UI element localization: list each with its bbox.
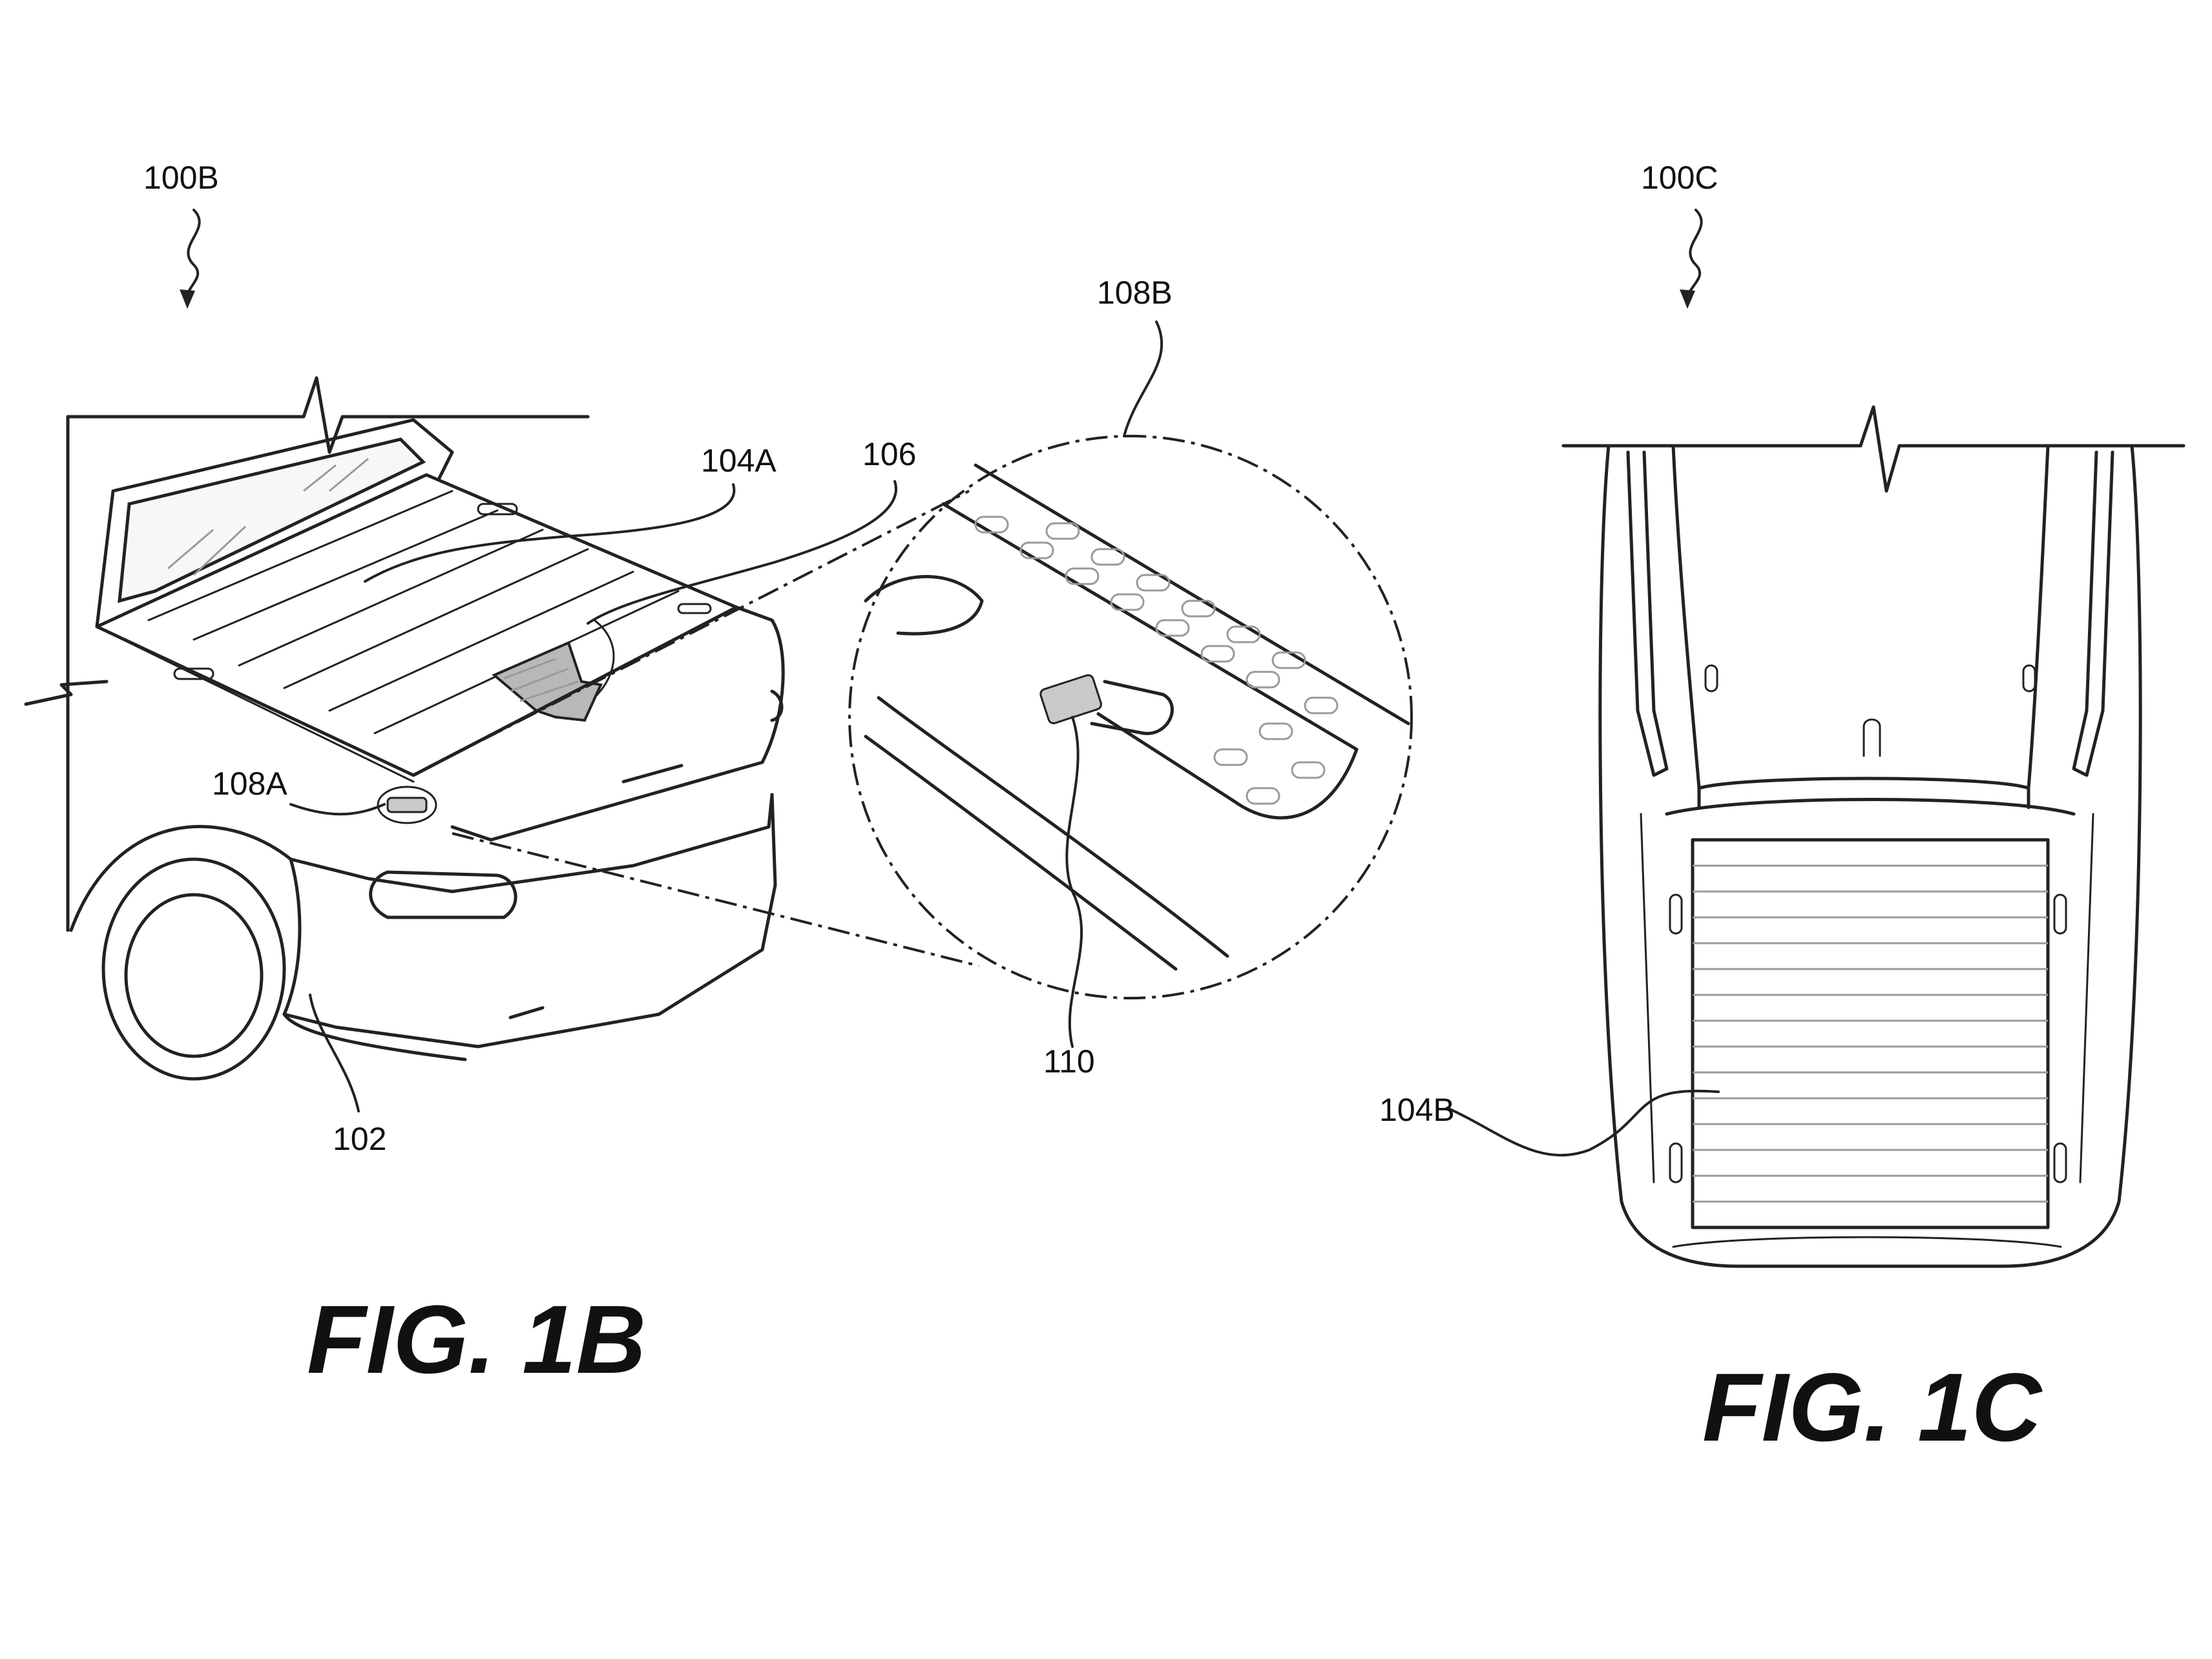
label-100b: 100B <box>143 160 219 196</box>
view-arrow-100c <box>1680 209 1703 309</box>
release-button-110 <box>1039 674 1102 725</box>
truck-top-outline <box>1598 444 2142 1268</box>
fig-1c-drawing: 100C 104B FIG. 1C <box>1379 160 2186 1461</box>
rear-quarter-and-wheel <box>69 793 777 1081</box>
leader-110 <box>1065 716 1083 1048</box>
leader-102 <box>309 994 360 1112</box>
label-102: 102 <box>333 1121 386 1157</box>
detail-projection-lower <box>452 832 979 967</box>
leader-108b <box>1123 320 1163 437</box>
label-110: 110 <box>1043 1043 1095 1080</box>
label-100c: 100C <box>1641 160 1718 196</box>
label-108b: 108B <box>1097 275 1173 311</box>
label-104a: 104A <box>701 443 777 479</box>
detail-projection-upper <box>413 490 970 777</box>
detail-circle-108b <box>848 435 1413 999</box>
motion-arrow-106 <box>492 619 615 722</box>
view-arrow-100b <box>180 209 201 309</box>
tailgate <box>412 605 785 842</box>
label-104b: 104B <box>1379 1092 1455 1128</box>
caption-fig-1c: FIG. 1C <box>1702 1353 2043 1461</box>
label-108a: 108A <box>212 766 287 802</box>
leader-104a <box>364 483 736 583</box>
caption-fig-1b: FIG. 1B <box>307 1285 646 1393</box>
cab-break-line <box>1561 405 2186 493</box>
label-106: 106 <box>862 436 916 472</box>
leader-104b <box>1446 1089 1720 1157</box>
leader-108a <box>289 803 386 816</box>
cab-rear-window <box>95 418 454 629</box>
fig-1b-drawing: 100B 104A 106 108A 108B 110 102 FIG. 1B <box>24 160 1413 1393</box>
latch-108a <box>377 786 437 824</box>
tonneau-cover-104a <box>95 473 738 783</box>
grip-pad-pattern <box>974 516 1339 805</box>
leader-106 <box>587 480 897 625</box>
tonneau-cover-104b <box>1691 838 2050 1229</box>
body-break-lines <box>24 376 590 932</box>
